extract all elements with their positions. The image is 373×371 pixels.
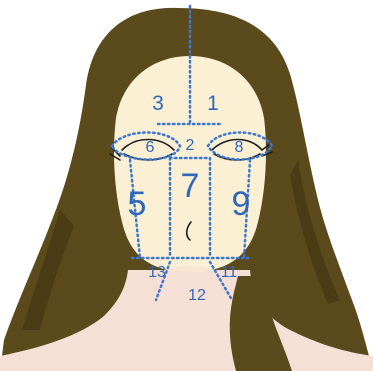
zone-label-6: 6 [146,139,155,156]
zone-label-2: 2 [186,137,195,154]
zone-label-3: 3 [152,92,164,115]
zone-label-5: 5 [128,185,147,223]
zone-label-9: 9 [232,185,251,223]
chin-shadow [160,266,220,282]
zone-label-8: 8 [235,139,244,156]
zone-label-13: 13 [148,264,166,281]
zone-label-7: 7 [181,167,200,205]
zone-label-1: 1 [207,92,219,115]
zone-label-11: 11 [221,264,238,281]
zone-label-12: 12 [188,287,206,304]
